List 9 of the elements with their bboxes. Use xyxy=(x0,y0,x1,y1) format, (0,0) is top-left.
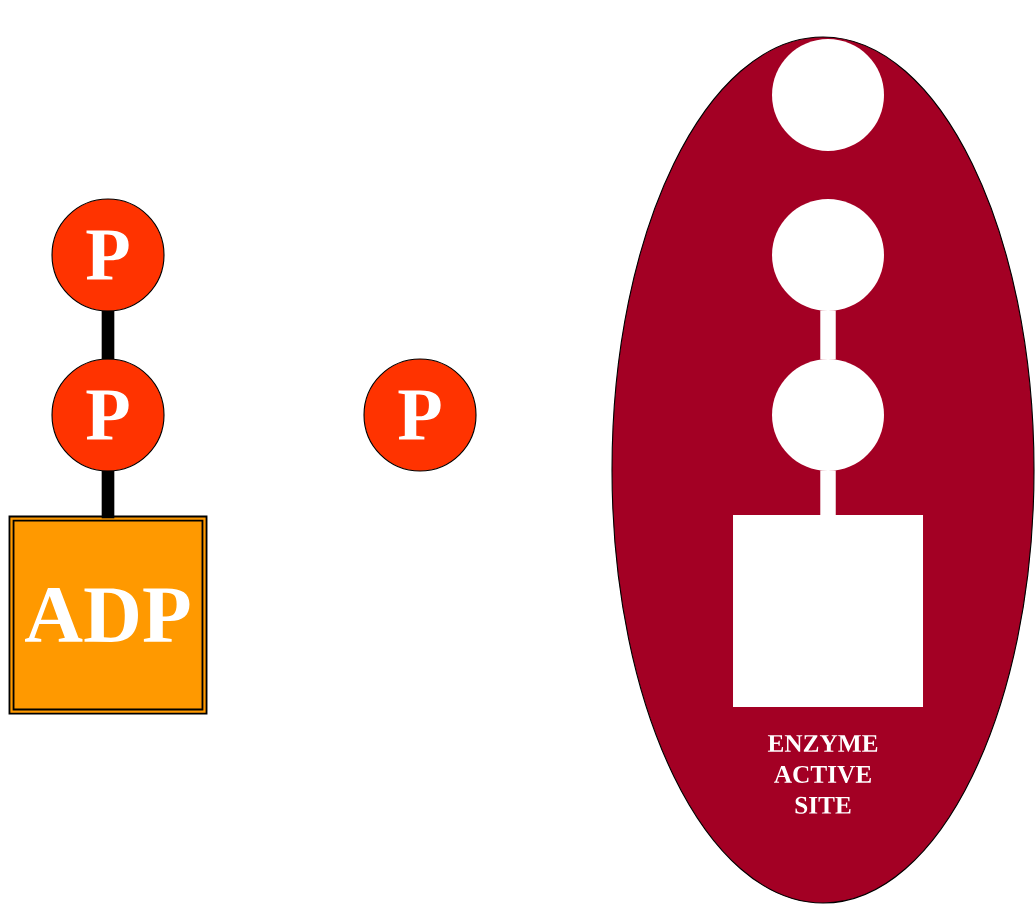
adp-box: ADP xyxy=(8,515,208,715)
binding-circle xyxy=(772,39,884,151)
connector-bar xyxy=(820,470,836,516)
connector-bar xyxy=(101,470,115,519)
connector-bar xyxy=(820,310,836,360)
binding-circle xyxy=(772,199,884,311)
binding-square xyxy=(733,515,923,707)
connector-bar xyxy=(101,310,115,360)
binding-circle xyxy=(772,359,884,471)
